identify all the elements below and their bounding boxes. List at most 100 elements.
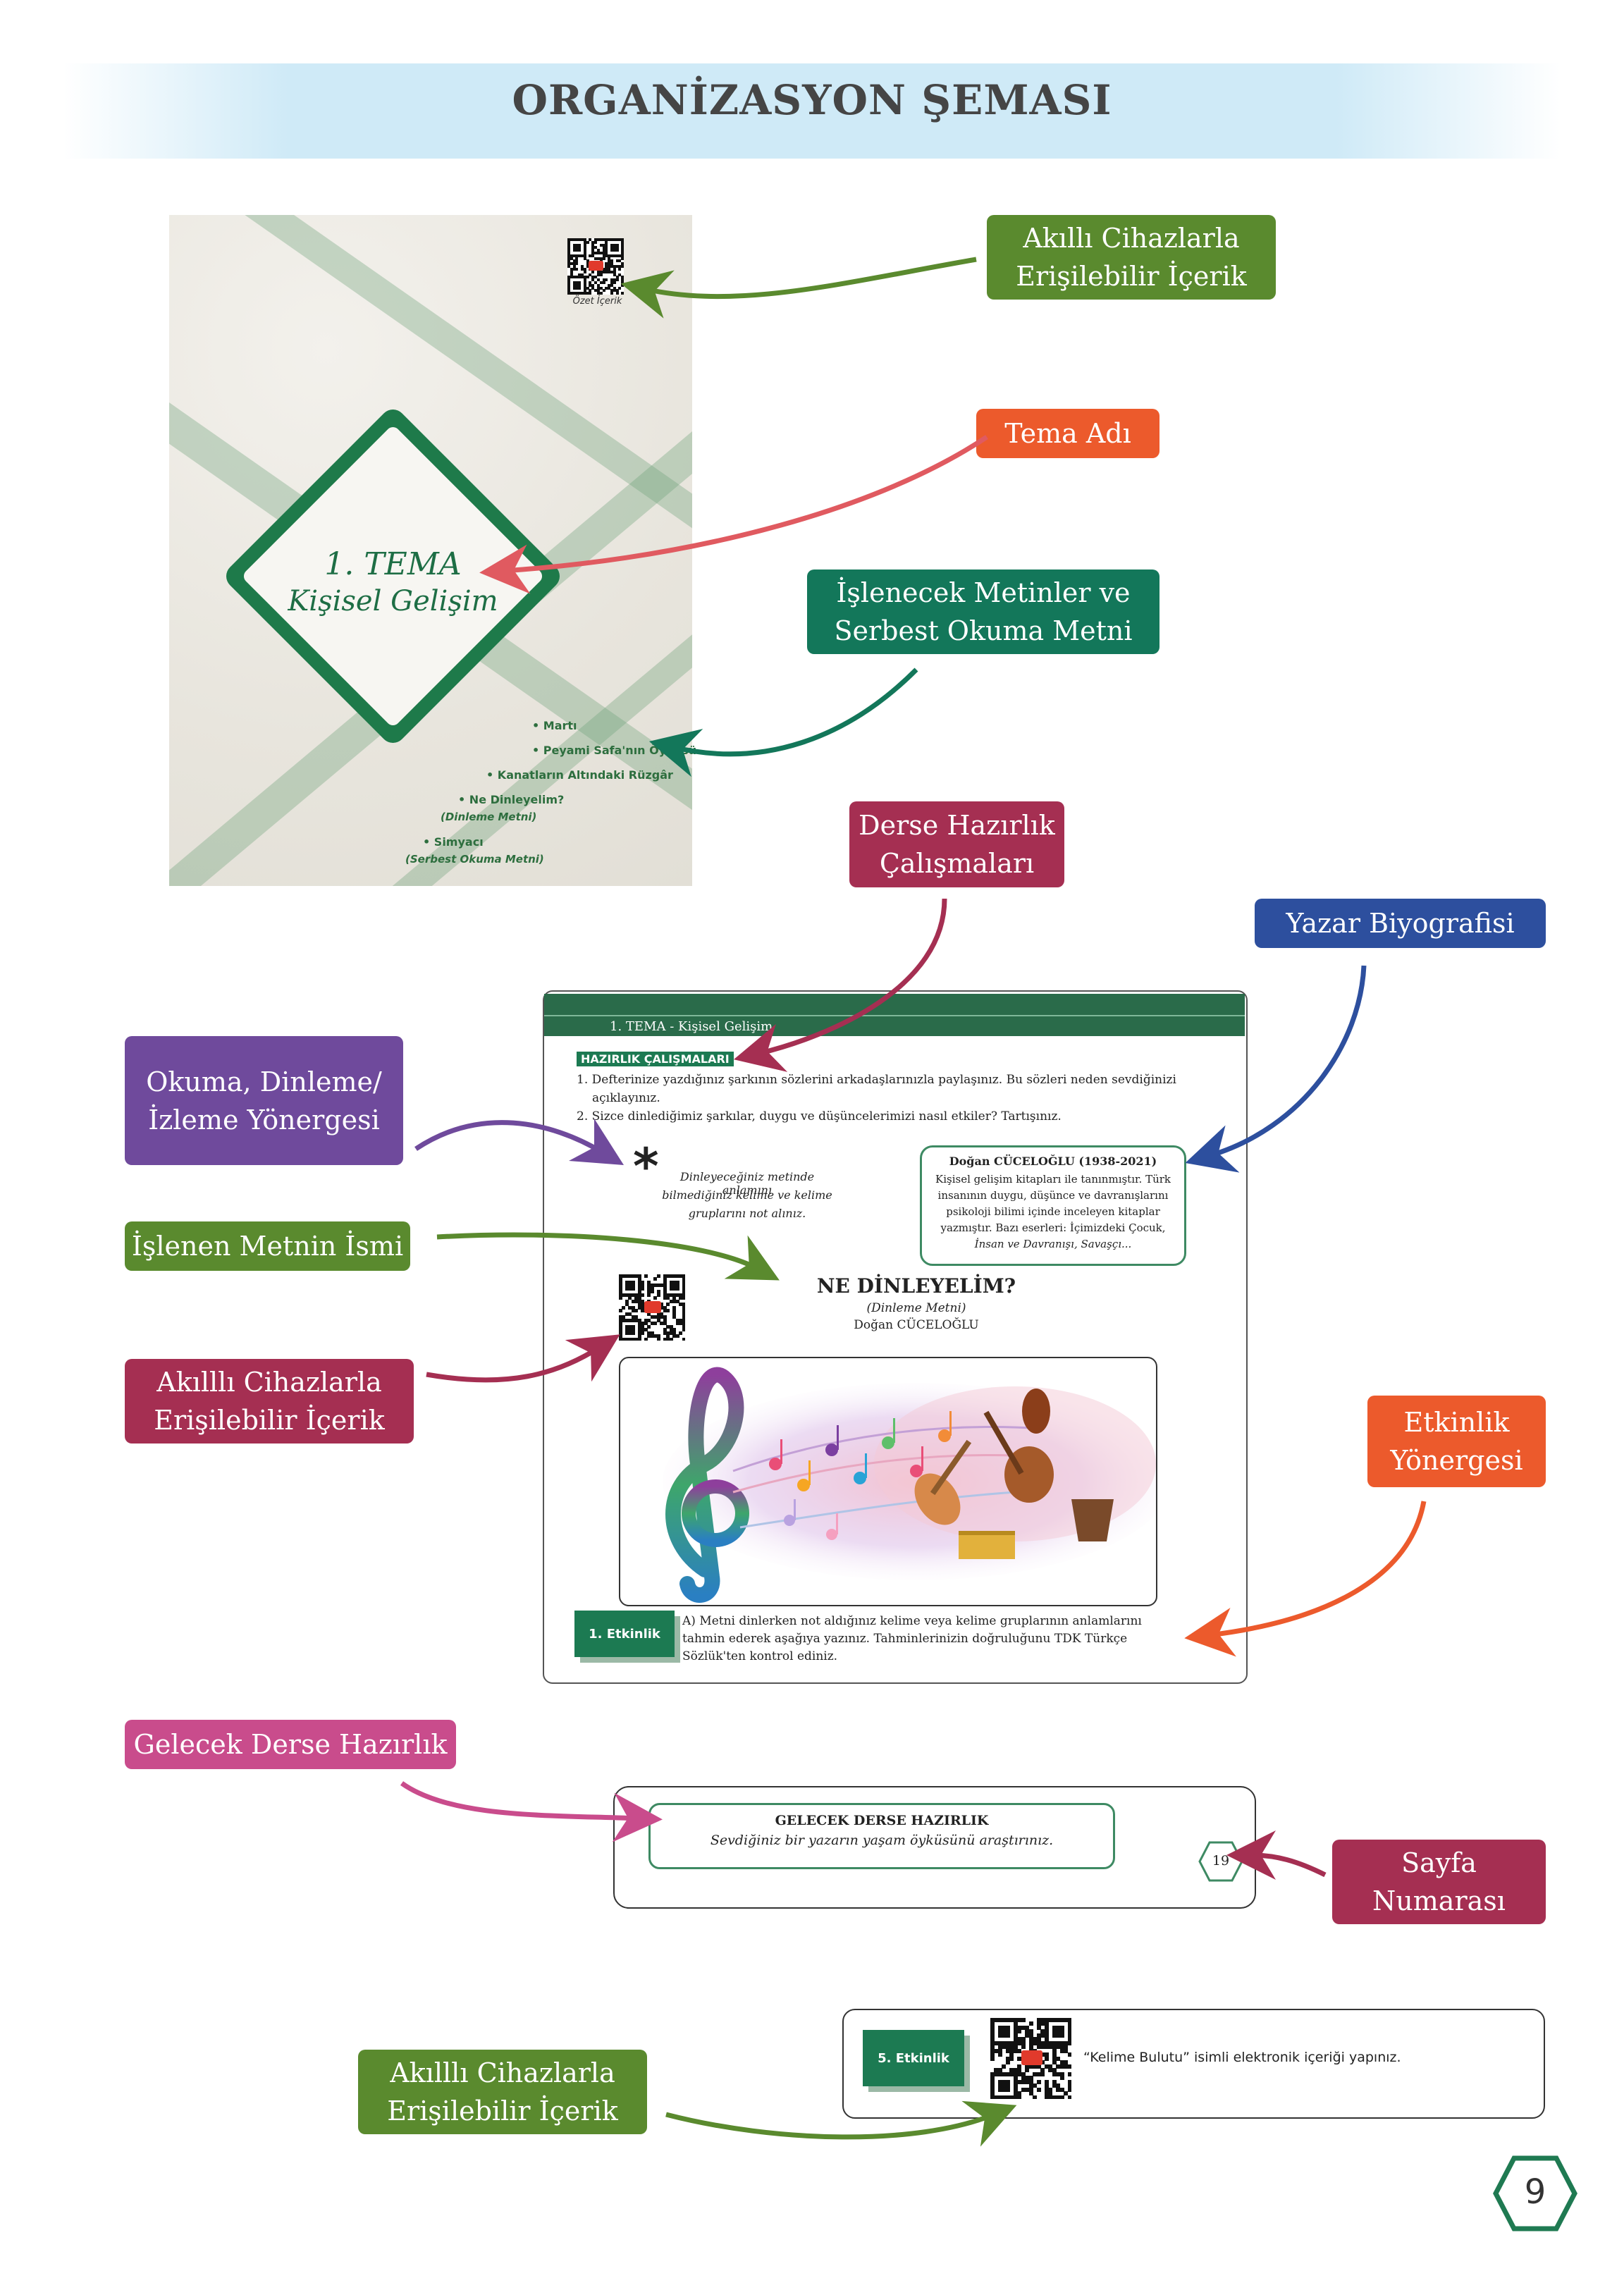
- qr-module: [641, 1305, 645, 1310]
- qr-module: [997, 2079, 1002, 2084]
- qr-module: [631, 1315, 635, 1319]
- qr-module: [589, 289, 592, 293]
- qr-module: [594, 289, 598, 293]
- qr-module: [994, 2018, 999, 2022]
- qr-module: [672, 1309, 677, 1313]
- callout-text: Akılllı Cihazlarla: [156, 1367, 382, 1398]
- qr-module: [596, 286, 600, 290]
- qr-module: [1002, 2095, 1007, 2099]
- qr-module: [605, 286, 608, 290]
- qr-module: [637, 1318, 641, 1322]
- music-art: [663, 1367, 1156, 1603]
- qr-module: [1017, 2025, 1022, 2030]
- qr-module: [1017, 2091, 1022, 2096]
- callout-text-name: İşlenen Metnin İsmi: [125, 1221, 410, 1271]
- callout-theme-name: Tema Adı: [976, 409, 1159, 458]
- qr-module: [644, 1274, 648, 1278]
- qr-module: [679, 1303, 683, 1307]
- qr-module: [615, 249, 619, 252]
- qr-code-icon[interactable]: [619, 1274, 685, 1341]
- qr-module: [1048, 2064, 1053, 2069]
- qr-module: [997, 2083, 1002, 2088]
- qr-module: [1009, 2095, 1014, 2099]
- qr-module: [1064, 2045, 1069, 2050]
- qr-code-icon[interactable]: [990, 2018, 1071, 2099]
- cover-text-item: • Kanatların Altındaki Rüzgâr: [486, 768, 673, 782]
- qr-module: [663, 1331, 667, 1335]
- qr-module: [1013, 2083, 1018, 2088]
- qr-module: [615, 292, 619, 295]
- qr-module: [656, 1318, 660, 1322]
- qr-module: [599, 257, 603, 260]
- qr-module: [675, 1274, 679, 1278]
- qr-module: [622, 1318, 626, 1322]
- qr-module: [1017, 2068, 1022, 2073]
- qr-module: [1067, 2064, 1071, 2069]
- qr-module: [990, 2079, 995, 2084]
- qr-caption: Özet İçerik: [572, 296, 622, 307]
- qr-module: [1013, 2033, 1018, 2038]
- qr-module: [679, 1274, 683, 1278]
- callout-activity-instruction: Etkinlik Yönergesi: [1367, 1396, 1546, 1487]
- qr-module: [575, 246, 579, 250]
- qr-module: [637, 1305, 641, 1310]
- qr-module: [575, 249, 579, 252]
- qr-module: [997, 2033, 1002, 2038]
- qr-module: [572, 262, 576, 266]
- qr-module: [610, 249, 613, 252]
- qr-module: [1067, 2037, 1071, 2042]
- qr-module: [1059, 2064, 1064, 2069]
- note-line: gruplarını not alınız.: [688, 1207, 806, 1220]
- qr-module: [660, 1305, 664, 1310]
- qr-module: [675, 1286, 679, 1291]
- qr-module: [622, 1315, 626, 1319]
- qr-module: [679, 1293, 683, 1297]
- qr-module: [672, 1299, 677, 1303]
- qr-module: [647, 1290, 651, 1294]
- qr-module: [591, 286, 595, 290]
- qr-module: [663, 1293, 667, 1297]
- qr-module: [1036, 2045, 1041, 2050]
- qr-module: [653, 1283, 658, 1288]
- qr-module: [602, 252, 605, 255]
- qr-module: [625, 1283, 629, 1288]
- qr-module: [656, 1293, 660, 1297]
- qr-module: [682, 1277, 685, 1281]
- arrow: [414, 1118, 625, 1165]
- qr-module: [619, 1286, 622, 1291]
- qr-module: [669, 1331, 673, 1335]
- qr-module: [647, 1312, 651, 1316]
- note-line: Dinleyeceğiniz metinde anlamını: [679, 1170, 815, 1197]
- qr-code-icon[interactable]: [567, 238, 624, 295]
- callout-text: Çalışmaları: [879, 848, 1035, 879]
- qr-module: [583, 276, 586, 279]
- qr-module: [1021, 2040, 1026, 2045]
- qr-module: [599, 238, 603, 241]
- qr-module: [625, 1274, 629, 1278]
- qr-module: [634, 1296, 639, 1300]
- qr-module: [572, 259, 576, 263]
- qr-module: [656, 1315, 660, 1319]
- qr-module: [594, 281, 598, 284]
- qr-module: [1017, 2029, 1022, 2034]
- qr-module: [570, 257, 573, 260]
- qr-module: [1028, 2033, 1033, 2038]
- qr-module: [994, 2072, 999, 2076]
- qr-module: [575, 292, 579, 295]
- qr-module: [672, 1328, 677, 1332]
- qr-module: [1059, 2048, 1064, 2053]
- qr-module: [1005, 2060, 1010, 2065]
- qr-module: [997, 2052, 1002, 2057]
- qr-module: [1052, 2056, 1057, 2061]
- arrow: [426, 1334, 620, 1383]
- qr-module: [1013, 2079, 1018, 2084]
- qr-module: [1025, 2068, 1030, 2073]
- qr-module: [1021, 2045, 1026, 2050]
- qr-module: [990, 2048, 995, 2053]
- qr-module: [586, 262, 589, 266]
- qr-module: [608, 262, 611, 266]
- qr-module: [647, 1318, 651, 1322]
- cover-text-item: • Simyacı: [423, 835, 484, 849]
- qr-module: [608, 265, 611, 269]
- qr-module: [605, 240, 608, 244]
